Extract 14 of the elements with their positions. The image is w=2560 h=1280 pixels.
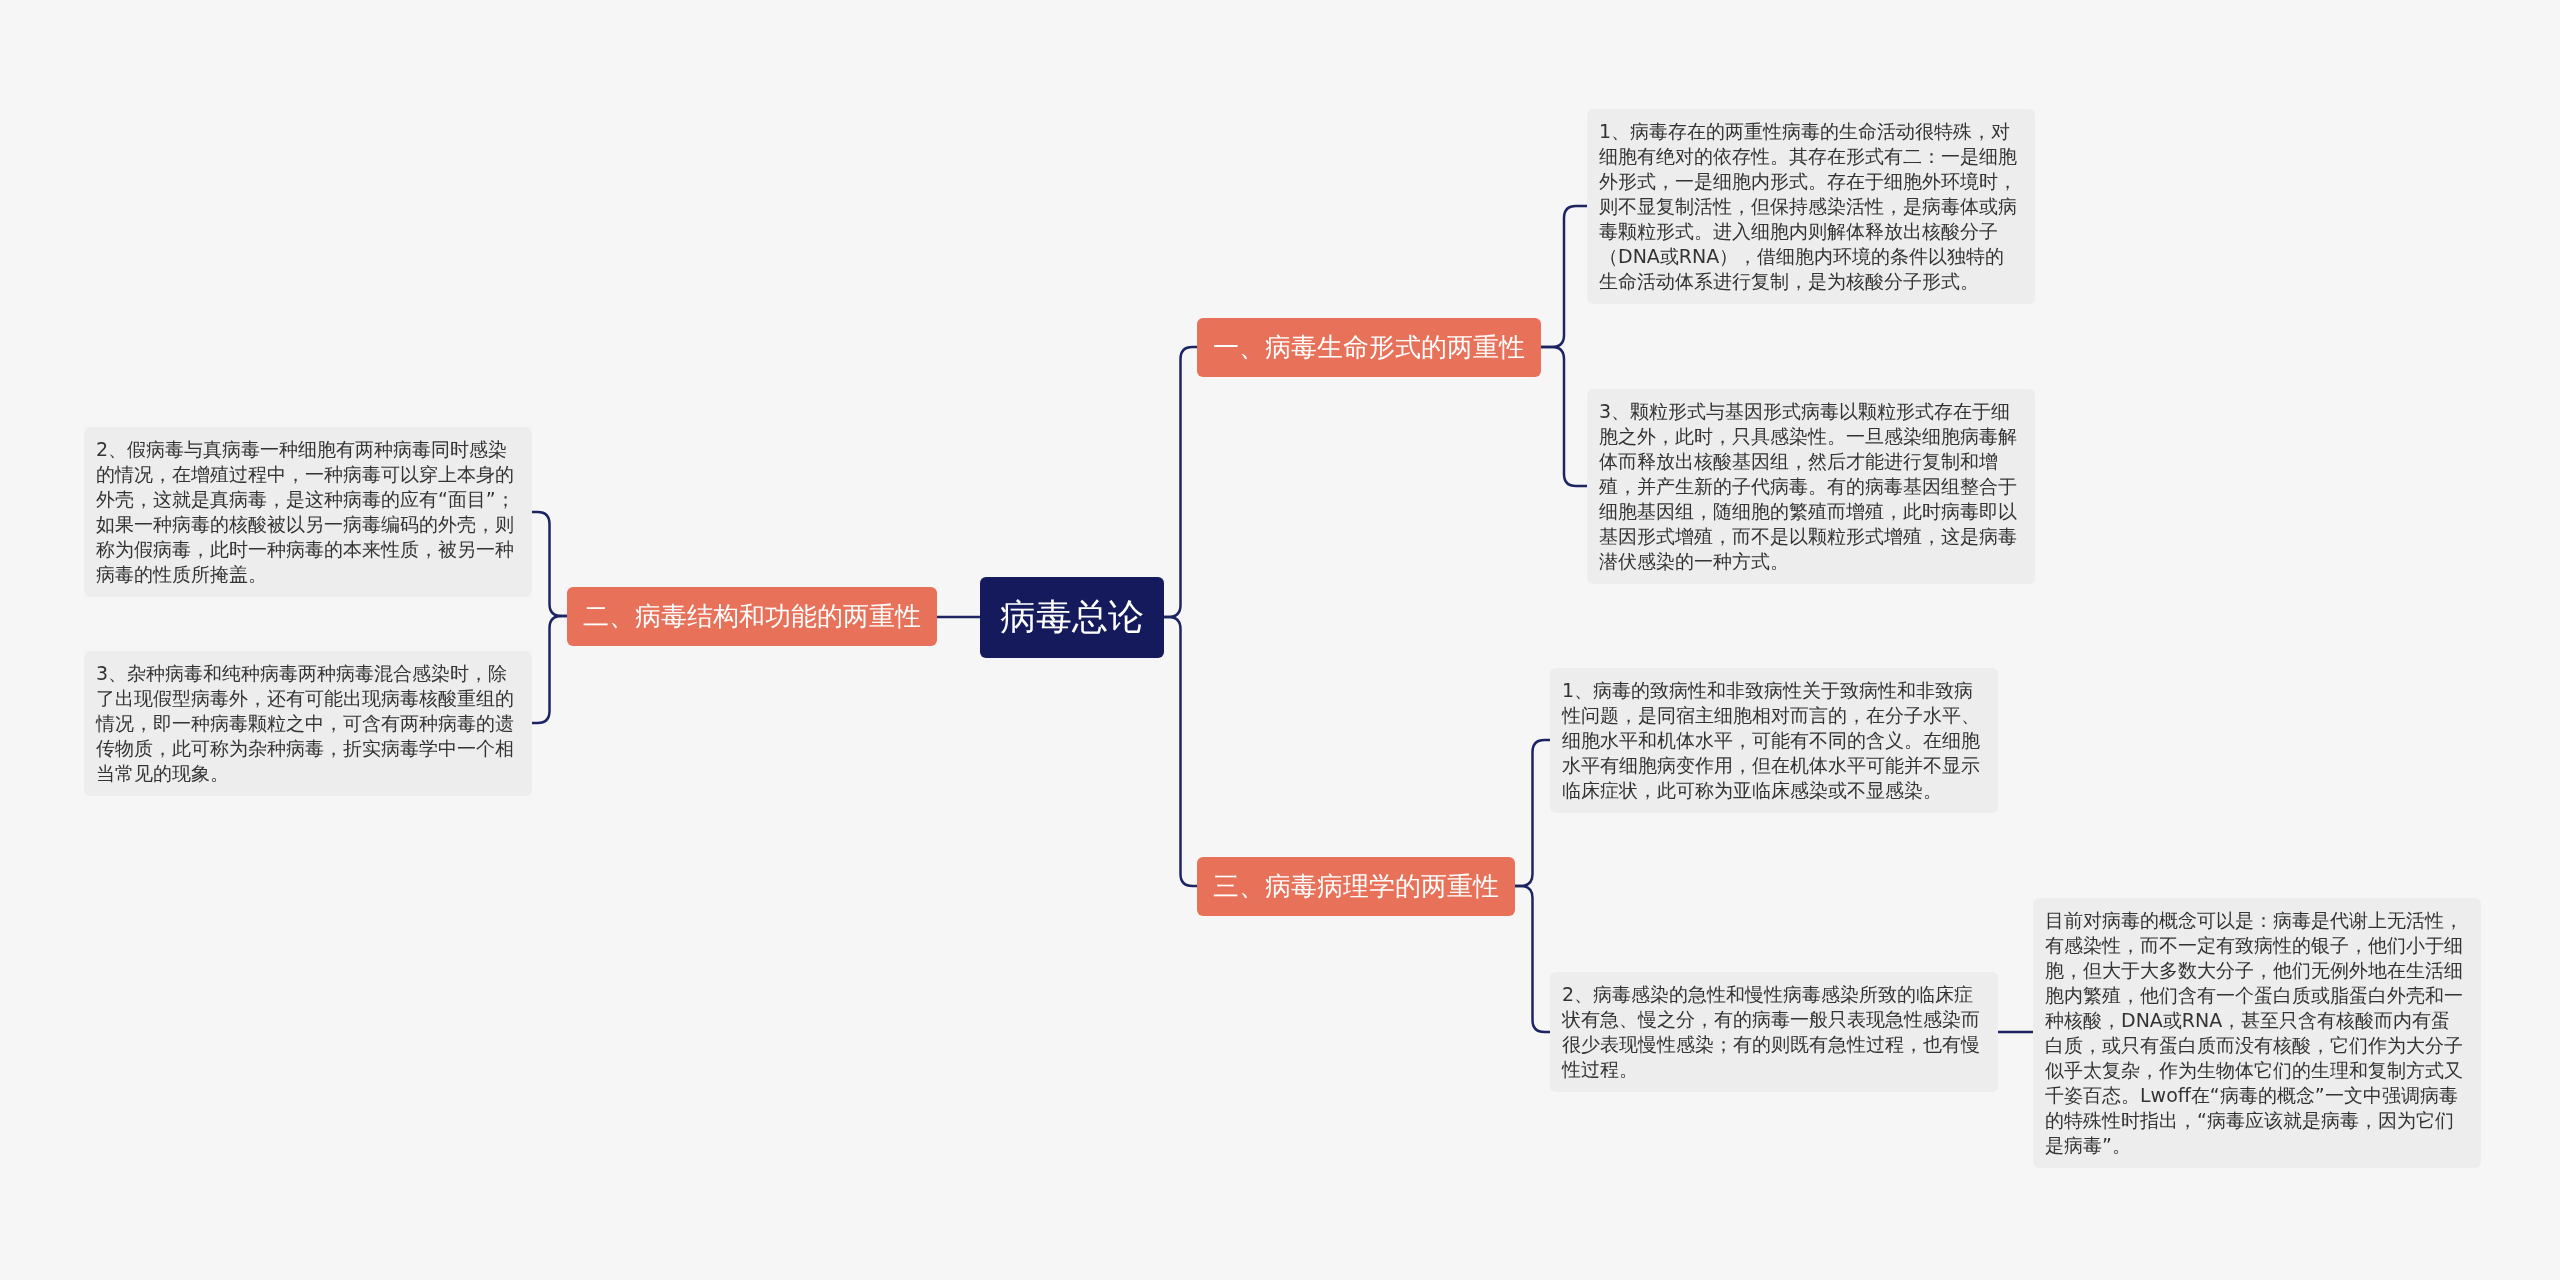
branch-topic: 三、病毒病理学的两重性: [1197, 856, 1515, 916]
text-card: 3、杂种病毒和纯种病毒两种病毒混合感染时，除了出现假型病毒外，还有可能出现病毒核酸重组的情况，即一种病毒颗粒之中，可含有两种病毒的遗传物质，此可称为杂种病毒，折实病毒学中一个相当常见的现象。: [84, 650, 532, 796]
branch-topic: 一、病毒生命形式的两重性: [1197, 317, 1541, 377]
branch-topic: 二、病毒结构和功能的两重性: [567, 586, 937, 646]
connector-line: [937, 615, 980, 619]
central-topic: 病毒总论: [980, 576, 1164, 658]
text-card: 1、病毒存在的两重性病毒的生命活动很特殊，对细胞有绝对的依存性。其存在形式有二：一是细胞外形式，一是细胞内形式。存在于细胞外环境时，则不显复制活性，但保持感染活性，是病毒体或病毒颗粒形式。进入细胞内则解体释放出核酸分子（DNA或RNA），借细胞内环境的条件以独特的生命活动体系进行复制，是为核酸分子形式。: [1587, 108, 2035, 304]
text-card: 目前对病毒的概念可以是：病毒是代谢上无活性，有感染性，而不一定有致病性的银子，他们小于细胞，但大于大多数大分子，他们无例外地在生活细胞内繁殖，他们含有一个蛋白质或脂蛋白外壳和一种核酸，DNA或RNA，甚至只含有核酸而内有蛋白质，或只有蛋白质而没有核酸，它们作为大分子似乎太复杂，作为生物体它们的生理和复制方式又千姿百态。Lwoff在“病毒的概念”一文中强调病毒的特殊性时指出，“病毒应该就是病毒，因为它们是病毒”。: [2033, 898, 2481, 1168]
text-card: 2、病毒感染的急性和慢性病毒感染所致的临床症状有急、慢之分，有的病毒一般只表现急性感染而很少表现慢性感染；有的则既有急性过程，也有慢性过程。: [1550, 972, 1998, 1092]
text-card: 1、病毒的致病性和非致病性关于致病性和非致病性问题，是同宿主细胞相对而言的，在分子水平、细胞水平和机体水平，可能有不同的含义。在细胞水平有细胞病变作用，但在机体水平可能并不显示临床症状，此可称为亚临床感染或不显感染。: [1550, 667, 1998, 813]
connector-line: [1541, 345, 1587, 488]
connector-line: [1998, 1030, 2033, 1034]
text-card: 2、假病毒与真病毒一种细胞有两种病毒同时感染的情况，在增殖过程中，一种病毒可以穿上本身的外壳，这就是真病毒，是这种病毒的应有“面目”；如果一种病毒的核酸被以另一病毒编码的外壳，则称为假病毒，此时一种病毒的本来性质，被另一种病毒的性质所掩盖。: [84, 427, 532, 597]
text-card: 3、颗粒形式与基因形式病毒以颗粒形式存在于细胞之外，此时，只具感染性。一旦感染细胞病毒解体而释放出核酸基因组，然后才能进行复制和增殖，并产生新的子代病毒。有的病毒基因组整合于细胞基因组，随细胞的繁殖而增殖，此时病毒即以基因形式增殖，而不是以颗粒形式增殖，这是病毒潜伏感染的一种方式。: [1587, 388, 2035, 584]
